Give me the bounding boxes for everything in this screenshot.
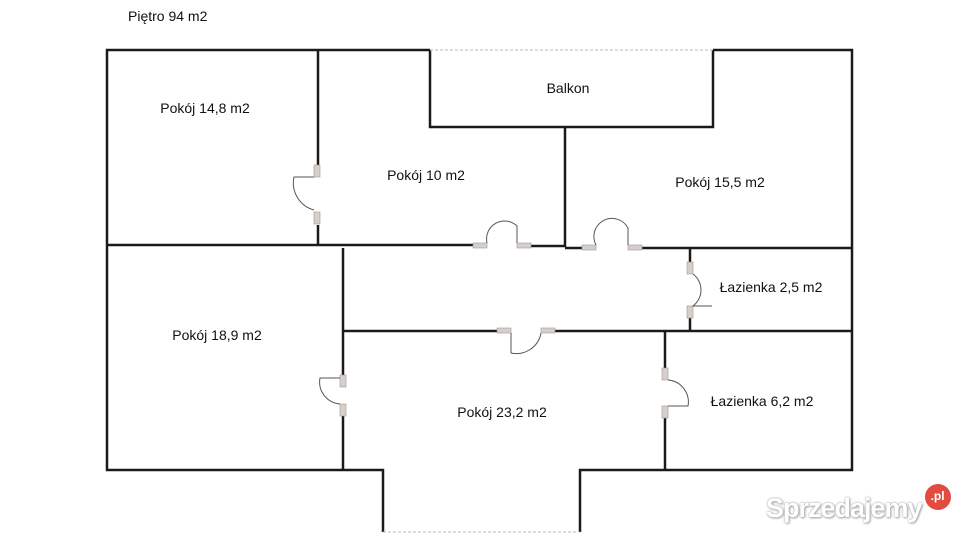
room-label: Pokój 10 m2 — [387, 167, 465, 183]
room-label: Łazienka 2,5 m2 — [719, 279, 823, 295]
doors — [292, 164, 712, 419]
room-label: Łazienka 6,2 m2 — [710, 393, 814, 409]
walls — [105, 48, 854, 533]
watermark: Sprzedajemy .pl — [766, 484, 951, 526]
room-label: Balkon — [546, 80, 590, 96]
floor-title: Piętro 94 m2 — [128, 8, 208, 24]
room-label: Pokój 23,2 m2 — [457, 404, 547, 420]
room-label: Pokój 15,5 m2 — [675, 174, 765, 190]
watermark-badge: .pl — [924, 484, 951, 510]
watermark-logo: Sprzedajemy — [766, 493, 923, 523]
room-label: Pokój 14,8 m2 — [160, 100, 250, 116]
room-label: Pokój 18,9 m2 — [172, 327, 262, 343]
